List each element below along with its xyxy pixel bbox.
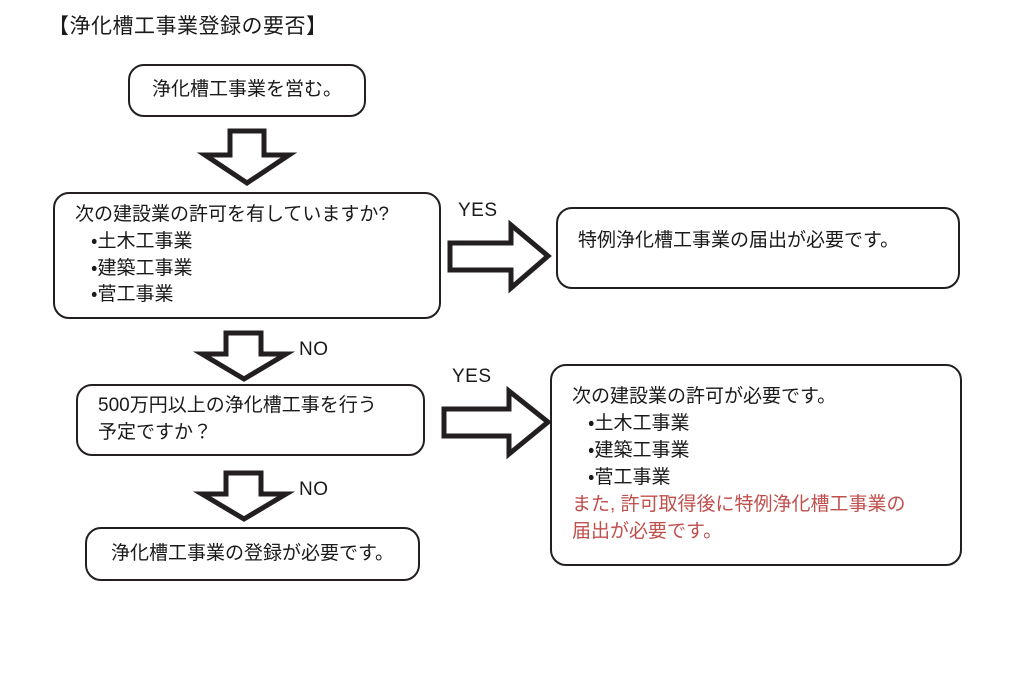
page-title: 【浄化槽工事業登録の要否】 [48,15,328,38]
outcome-kyoka-bullet-1: ・建築工事業 [588,440,690,462]
decision-license-bullet-1: ・建築工事業 [91,257,193,279]
start-box-text: 浄化槽工事業を営む。 [151,79,342,101]
outcome-kyoka-heading: 次の建設業の許可が必要です。 [572,386,837,408]
arrow-label-yes-amount: YES [452,366,492,387]
decision-amount-question-line2: 予定ですか？ [98,422,213,443]
arrow-label-no-license: NO [299,339,329,360]
outcome-kyoka-bullet-0: ・土木工事業 [588,413,690,435]
decision-amount-question-line1: 500万円以上の浄化槽工事を行う [98,395,377,417]
outcome-box-kyoka-hitsuyou: 次の建設業の許可が必要です。 ・土木工事業 ・建築工事業 ・菅工事業 また, 許… [550,364,962,566]
outcome-box-tokurei-todokede: 特例浄化槽工事業の届出が必要です。 [556,207,960,289]
arrow-right-decision-amount-yes [441,385,552,460]
outcome-kyoka-note-line2: 届出が必要です。 [572,520,723,542]
arrow-label-no-amount: NO [299,479,329,500]
start-box: 浄化槽工事業を営む。 [128,64,366,117]
outcome-kyoka-note-line1: また, 許可取得後に特例浄化槽工事業の [572,493,906,515]
decision-box-amount: 500万円以上の浄化槽工事を行う 予定ですか？ [76,384,425,456]
outcome-tokurei-todokede-text: 特例浄化槽工事業の届出が必要です。 [578,229,900,251]
arrow-down-decision-amount-no [192,470,296,522]
decision-license-question: 次の建設業の許可を有していますか? [75,203,389,225]
outcome-box-touroku-hitsuyou: 浄化槽工事業の登録が必要です。 [85,527,420,581]
outcome-touroku-hitsuyou-text: 浄化槽工事業の登録が必要です。 [110,542,395,564]
outcome-kyoka-bullet-2: ・菅工事業 [588,467,671,488]
arrow-right-decision-license-yes [447,219,552,294]
decision-license-bullet-0: ・土木工事業 [91,230,193,252]
arrow-down-start-to-decision-license [196,128,298,187]
decision-license-bullet-2: ・菅工事業 [91,284,174,306]
decision-box-license: 次の建設業の許可を有していますか? ・土木工事業 ・建築工事業 ・菅工事業 [53,192,441,319]
arrow-label-yes-license: YES [458,200,498,221]
arrow-down-decision-license-no [192,330,296,382]
